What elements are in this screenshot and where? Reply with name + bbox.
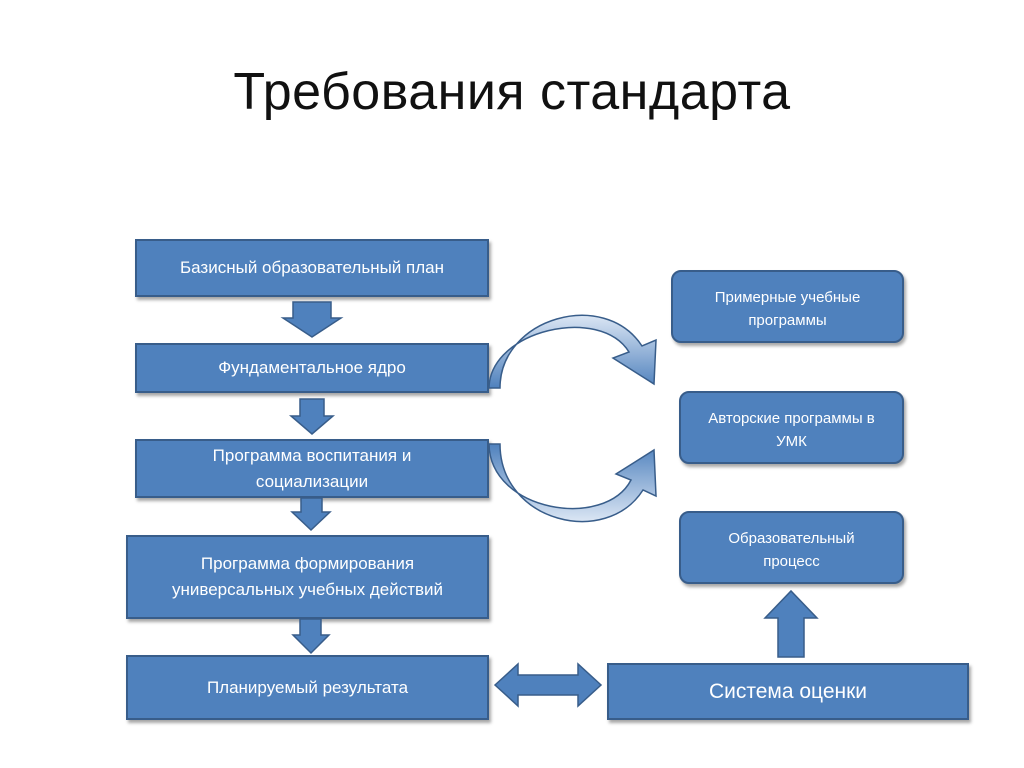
curved-arrow-top <box>488 314 657 389</box>
planned-results-box: Планируемый результата <box>126 655 489 720</box>
uud-program-box: Программа формирования универсальных уче… <box>126 535 489 619</box>
down-arrow-2 <box>288 398 336 435</box>
up-arrow <box>763 589 819 658</box>
assessment-system-box: Система оценки <box>607 663 969 720</box>
edu-process-box: Образовательный процесс <box>679 511 904 584</box>
sample-programs-box: Примерные учебные программы <box>671 270 904 343</box>
down-arrow-1 <box>280 301 344 338</box>
author-programs-box: Авторские программы в УМК <box>679 391 904 464</box>
core-box: Фундаментальное ядро <box>135 343 489 393</box>
down-arrow-3 <box>290 497 332 532</box>
upbringing-program-box: Программа воспитания и социализации <box>135 439 489 498</box>
down-arrow-4 <box>291 618 331 655</box>
slide-title: Требования стандарта <box>233 63 791 121</box>
curved-arrow-bottom <box>488 443 657 523</box>
basic-plan-box: Базисный образовательный план <box>135 239 489 297</box>
double-arrow <box>493 662 603 708</box>
